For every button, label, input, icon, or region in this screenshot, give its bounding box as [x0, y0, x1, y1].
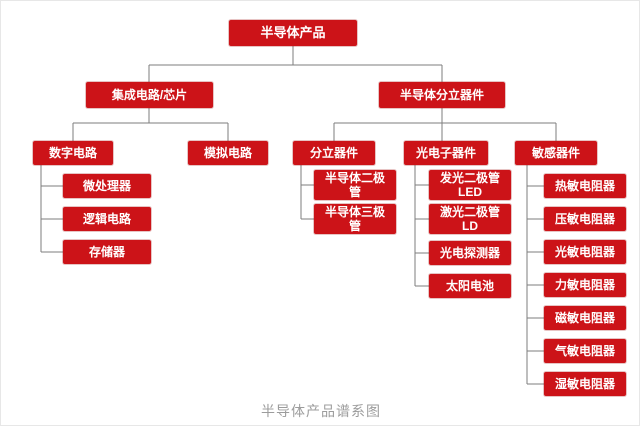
node-force-sensitive-resistor: 力敏电阻器 — [544, 273, 626, 297]
diagram-caption: 半导体产品谱系图 — [261, 403, 381, 419]
node-photodetector: 光电探测器 — [429, 241, 511, 265]
node-analog-circuits: 模拟电路 — [188, 141, 268, 165]
node-integrated-circuits-chips: 集成电路/芯片 — [86, 82, 213, 108]
node-sensitive-devices: 敏感器件 — [515, 141, 597, 165]
node-laser-diode: 激光二极管 LD — [429, 204, 511, 234]
node-optoelectronic-devices: 光电子器件 — [404, 141, 488, 165]
node-led: 发光二极管 LED — [429, 170, 511, 200]
node-microprocessor: 微处理器 — [63, 174, 151, 198]
node-thermistor: 热敏电阻器 — [544, 174, 626, 198]
node-digital-circuits: 数字电路 — [33, 141, 113, 165]
node-semiconductor-discrete-devices: 半导体分立器件 — [379, 82, 505, 108]
node-semiconductor-products: 半导体产品 — [229, 20, 357, 46]
node-discrete-devices: 分立器件 — [293, 141, 375, 165]
node-semiconductor-diode: 半导体二极 管 — [314, 170, 396, 200]
node-solar-cell: 太阳电池 — [429, 274, 511, 298]
node-gas-sensitive-resistor: 气敏电阻器 — [544, 339, 626, 363]
node-photoresistor: 光敏电阻器 — [544, 240, 626, 264]
node-semiconductor-triode: 半导体三极 管 — [314, 204, 396, 234]
node-magnetoresistor: 磁敏电阻器 — [544, 306, 626, 330]
node-varistor: 压敏电阻器 — [544, 207, 626, 231]
node-memory: 存储器 — [63, 240, 151, 264]
node-humidity-sensitive-resistor: 湿敏电阻器 — [544, 372, 626, 396]
node-logic-circuit: 逻辑电路 — [63, 207, 151, 231]
